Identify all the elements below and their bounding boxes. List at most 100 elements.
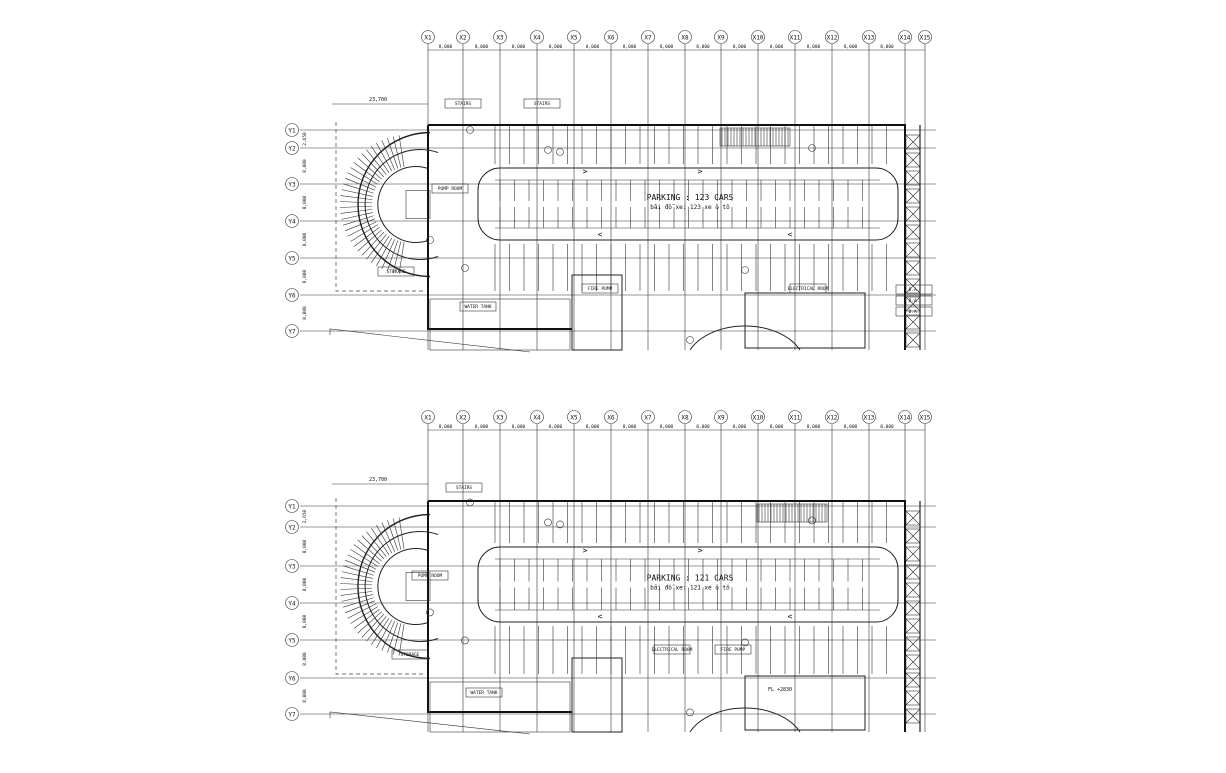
ramp-step xyxy=(357,611,382,634)
shaft-cross xyxy=(905,260,921,276)
equipment-symbol xyxy=(556,520,564,529)
shaft-cross xyxy=(905,134,921,150)
shaft-cross xyxy=(905,618,921,634)
ramp-inner-edge xyxy=(364,531,439,642)
grid-row-label: Y7 xyxy=(288,712,296,719)
grid-bubble-col xyxy=(918,410,932,424)
grid-col-label: X6 xyxy=(607,35,615,42)
grid-col-label: X12 xyxy=(827,35,838,42)
grid-row-label: Y1 xyxy=(288,504,296,511)
ramp-step xyxy=(376,524,393,554)
grid-bubble-col xyxy=(530,30,544,44)
ramp-step xyxy=(340,209,373,214)
ramp-step xyxy=(340,587,373,590)
grid-col-label: X10 xyxy=(753,35,764,42)
ramp-inner-edge xyxy=(364,149,439,260)
grid-row-label: Y6 xyxy=(288,676,296,683)
outer-wall-left xyxy=(427,501,572,713)
room-tag-box xyxy=(411,570,449,581)
shaft-cross xyxy=(905,600,921,616)
shaft-cross xyxy=(905,546,921,562)
row-dimension-text: 8,000 xyxy=(302,689,308,703)
grid-bubble-col xyxy=(825,30,839,44)
grid-bubble-row xyxy=(285,596,299,610)
room-tag-box xyxy=(459,301,497,312)
ramp-step xyxy=(345,177,375,191)
grid-bubble-col xyxy=(567,30,581,44)
overall-dimension-text: 23,700 xyxy=(369,477,387,483)
grid-col-label: X13 xyxy=(864,415,875,422)
parking-count-label: PARKING : 121 CARS xyxy=(647,574,734,583)
shaft-box xyxy=(905,314,921,330)
traffic-arrow: < xyxy=(598,230,603,239)
grid-bubble-col xyxy=(567,410,581,424)
shaft-box xyxy=(905,546,921,562)
equipment-symbol xyxy=(466,126,474,134)
grid-bubble-row xyxy=(285,123,299,137)
dimension-text: 8,000 xyxy=(733,44,747,50)
ramp-step xyxy=(387,240,399,271)
shaft-box xyxy=(905,278,921,294)
ramp-step xyxy=(361,535,385,560)
grid-bubble-col xyxy=(493,410,507,424)
shaft-box xyxy=(905,618,921,634)
grid-col-label: X10 xyxy=(753,415,764,422)
grid-bubble-col xyxy=(456,30,470,44)
ramp-core-edge xyxy=(377,166,429,243)
room-tag-box xyxy=(445,482,483,493)
grid-col-label: X14 xyxy=(900,35,911,42)
room-tag-box xyxy=(523,98,561,109)
row-dimension-text: 8,000 xyxy=(302,652,308,666)
grid-row-label: Y2 xyxy=(288,525,296,532)
equipment-symbol xyxy=(544,146,552,154)
grid-row-label: Y5 xyxy=(288,638,296,645)
dimension-text: 8,000 xyxy=(475,424,489,430)
equipment-symbol xyxy=(741,638,749,647)
grid-col-label: X11 xyxy=(790,35,801,42)
grid-row-label: Y7 xyxy=(288,329,296,336)
shaft-cross xyxy=(905,314,921,330)
ramp-step xyxy=(353,609,380,629)
curved-ramp-edge xyxy=(689,325,801,351)
ramp-step xyxy=(387,622,399,653)
room-label: ELECTRICAL ROOM xyxy=(652,647,693,653)
grid-bubble-col xyxy=(714,30,728,44)
dimension-text: 8,000 xyxy=(844,44,858,50)
ramp-step xyxy=(343,597,374,608)
service-room-block xyxy=(744,292,866,349)
grid-bubble-col xyxy=(788,410,802,424)
room-tag-box xyxy=(391,649,429,660)
traffic-arrow: < xyxy=(788,230,793,239)
grid-bubble-col xyxy=(918,30,932,44)
row-dimension-text: 8,000 xyxy=(302,539,308,553)
ramp-boundary xyxy=(335,122,425,292)
ramp-step xyxy=(361,231,385,256)
ramp-step xyxy=(381,522,395,552)
ramp-step xyxy=(341,594,373,602)
row-dimension-text: 2,650 xyxy=(302,509,308,523)
dimension-text: 8,000 xyxy=(623,424,637,430)
equipment-symbol xyxy=(461,264,469,272)
drive-aisle-outer xyxy=(477,167,899,241)
grid-bubble-col xyxy=(421,30,435,44)
equipment-symbol xyxy=(544,518,552,527)
room-tag-box xyxy=(789,283,827,294)
equipment-symbol xyxy=(741,266,749,274)
shaft-cross xyxy=(905,528,921,544)
shaft-cross xyxy=(905,332,921,348)
equipment-symbol xyxy=(686,336,694,344)
grid-bubble-col xyxy=(751,30,765,44)
grid-col-label: X3 xyxy=(496,415,504,422)
shaft-box xyxy=(905,564,921,580)
ramp-step xyxy=(353,162,380,182)
equipment-symbol xyxy=(426,236,434,244)
grid-bubble-row xyxy=(285,214,299,228)
shaft-cross xyxy=(905,708,921,724)
grid-col-label: X6 xyxy=(607,415,615,422)
equipment-symbol xyxy=(466,498,474,507)
grid-row-label: Y2 xyxy=(288,146,296,153)
dimension-text: 8,000 xyxy=(696,44,710,50)
ramp-step xyxy=(341,571,373,579)
shaft-cross xyxy=(905,152,921,168)
shaft-box xyxy=(905,224,921,240)
